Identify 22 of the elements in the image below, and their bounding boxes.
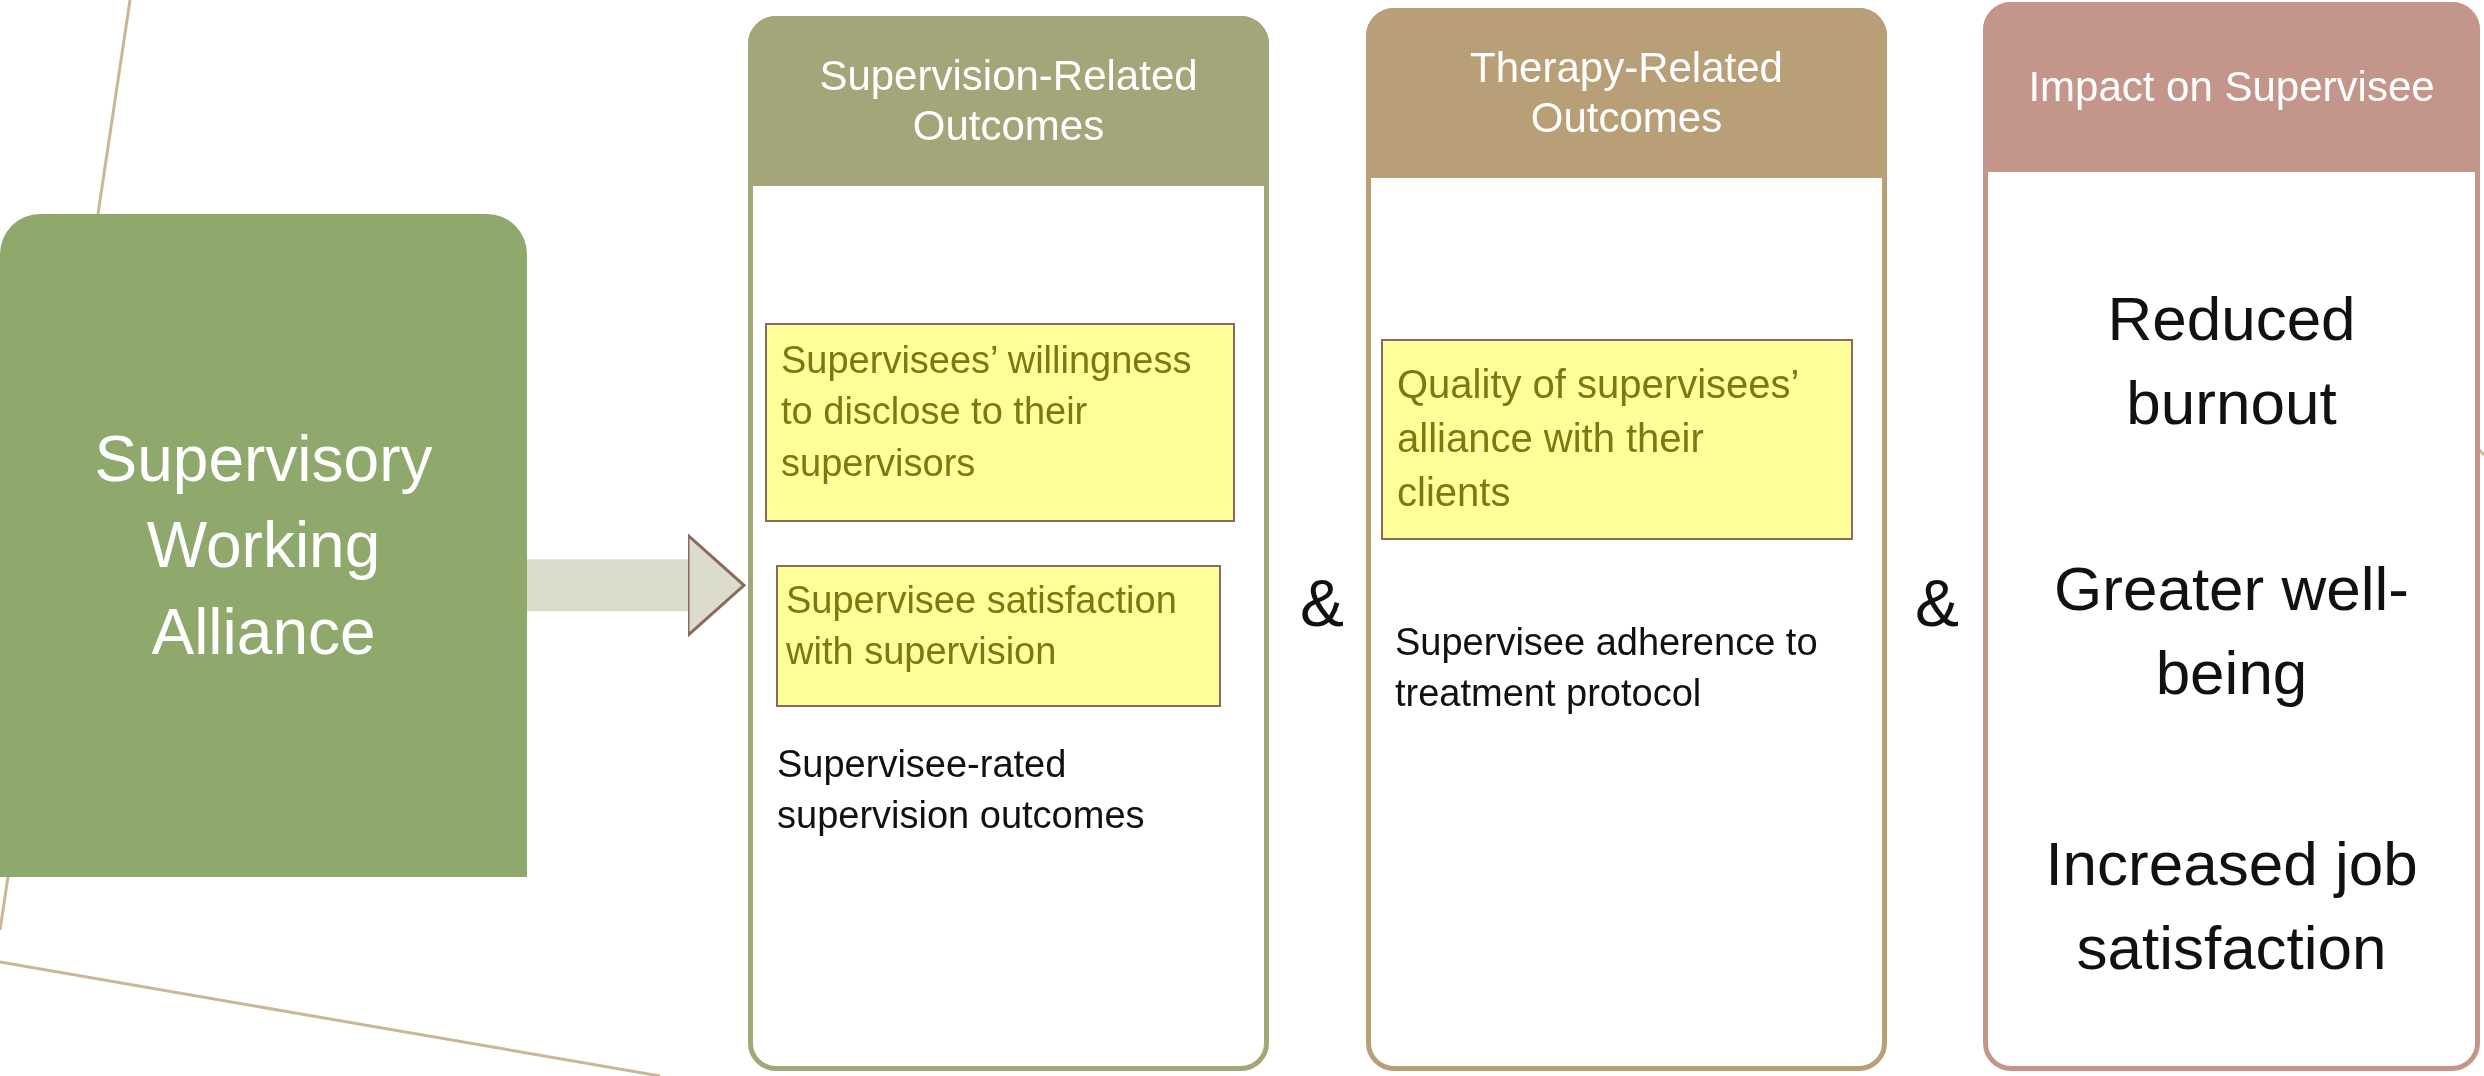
concept-box: [0, 214, 527, 877]
panel-header: Therapy-Related Outcomes: [1366, 8, 1887, 178]
ampersand-label: &: [1300, 565, 1345, 641]
panel-header: Supervision-Related Outcomes: [748, 16, 1269, 186]
outcome-panel: [1983, 2, 2480, 1071]
outcome-text: Supervisee adherence to treatment protocol: [1395, 620, 1819, 717]
highlight-box: [776, 565, 1221, 707]
ampersand-label: &: [1915, 565, 1960, 641]
impact-text: Reduced burnout: [2106, 283, 2357, 439]
highlight-text: Supervisees’ willingness to disclose to their supervisors: [781, 338, 1193, 486]
outcome-panel: [748, 16, 1269, 1071]
outcome-text: Supervisee-rated supervision outcomes: [777, 742, 1146, 839]
highlight-text: Supervisee satisfaction with supervision: [786, 578, 1178, 675]
panel-header: Impact on Supervisee: [1983, 2, 2480, 172]
highlight-box: [1381, 339, 1853, 540]
highlight-box: [765, 323, 1235, 522]
outcome-panel: [1366, 8, 1887, 1071]
highlight-text: Quality of supervisees’ alliance with their clients: [1397, 361, 1799, 516]
impact-text: Increased job satisfaction: [2044, 828, 2419, 984]
arrow: [527, 533, 746, 637]
concept-title: Supervisory Working Alliance: [93, 421, 434, 670]
impact-text: Greater well-being: [2053, 553, 2410, 709]
